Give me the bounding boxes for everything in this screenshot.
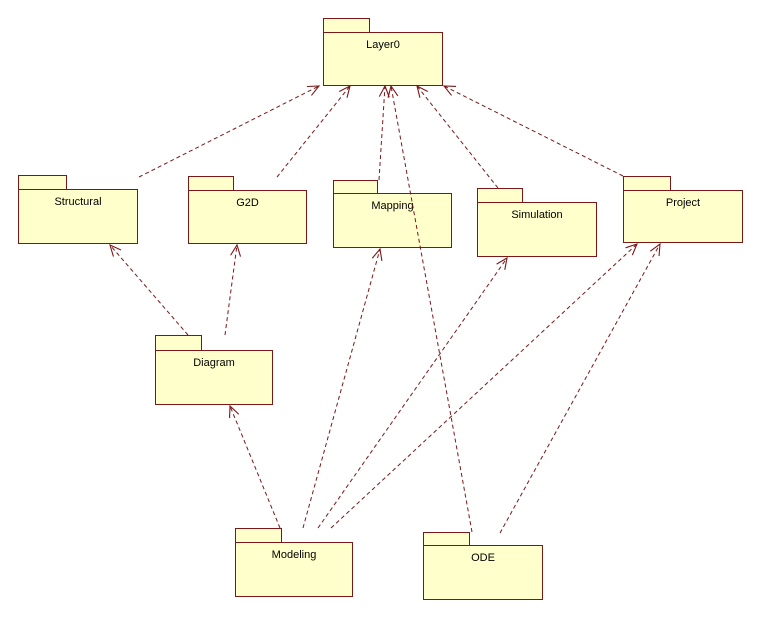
dependency-arrow-mapping-to-layer0: [378, 84, 390, 181]
dependency-arrow-ode-to-layer0: [387, 84, 473, 533]
package-body: Modeling: [235, 542, 353, 597]
package-label: Modeling: [271, 549, 317, 561]
package-tab-icon: [18, 175, 67, 189]
dependency-arrow-diagram-to-structural: [109, 243, 189, 336]
package-tab-icon: [155, 335, 202, 350]
package-body: ODE: [423, 545, 543, 600]
dependency-arrow-ode-to-project: [499, 242, 661, 534]
dependency-arrow-modeling-to-project: [330, 243, 638, 529]
package-label: Layer0: [366, 39, 400, 51]
package-tab-icon: [333, 180, 378, 193]
package-body: Simulation: [477, 202, 597, 257]
package-body: Project: [623, 190, 743, 243]
dependency-arrow-modeling-to-mapping: [302, 247, 383, 529]
package-tab-icon: [477, 188, 523, 202]
package-tab-icon: [323, 18, 370, 32]
package-body: Structural: [18, 189, 138, 244]
package-label: G2D: [236, 197, 259, 209]
package-label: Mapping: [371, 200, 414, 212]
dependency-arrow-modeling-to-diagram: [228, 404, 281, 529]
package-label: ODE: [471, 552, 495, 564]
dependency-arrow-structural-to-layer0: [138, 85, 321, 178]
dependency-arrow-diagram-to-g2d: [224, 243, 242, 336]
package-label: Project: [665, 197, 701, 209]
package-body: Diagram: [155, 350, 273, 405]
package-tab-icon: [423, 532, 470, 545]
dependency-arrow-g2d-to-layer0: [276, 84, 351, 178]
dependency-arrow-modeling-to-simulation: [317, 256, 508, 529]
package-body: G2D: [188, 190, 307, 244]
package-tab-icon: [235, 528, 282, 542]
package-tab-icon: [188, 176, 234, 190]
package-body: Mapping: [333, 193, 452, 248]
package-body: Layer0: [323, 32, 443, 86]
package-label: Diagram: [193, 357, 235, 369]
package-label: Structural: [54, 196, 102, 208]
dependency-arrow-simulation-to-layer0: [416, 84, 499, 189]
package-tab-icon: [623, 176, 671, 190]
package-label: Simulation: [511, 209, 563, 221]
dependency-arrow-project-to-layer0: [442, 85, 624, 177]
